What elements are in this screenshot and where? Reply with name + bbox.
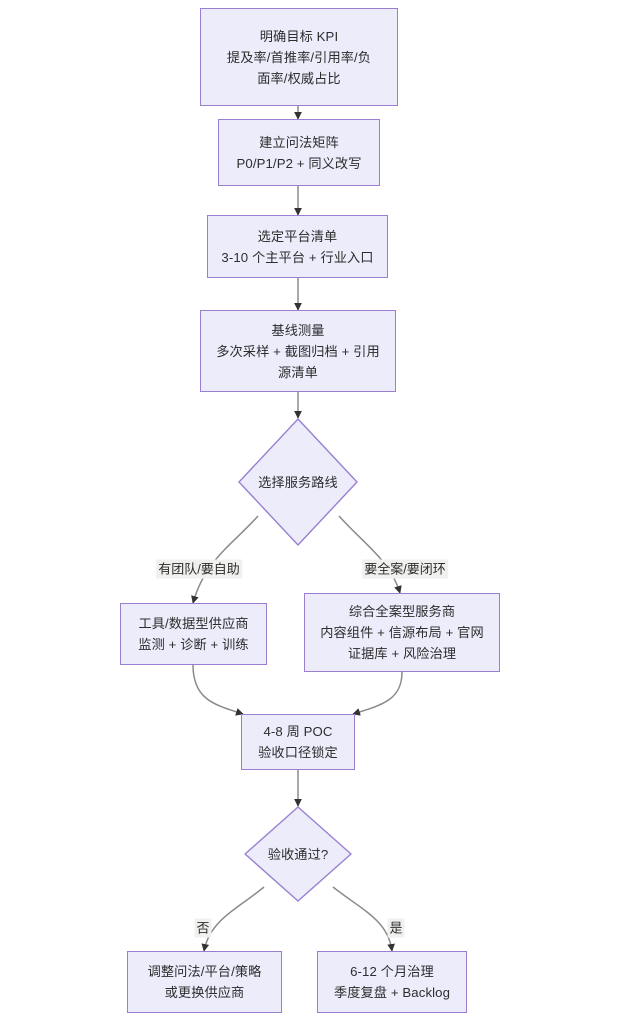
node-decision-service-route-label: 选择服务路线 [258, 474, 338, 490]
edge-label-decision-no: 否 [194, 918, 212, 938]
node-decision-service-route[interactable]: 选择服务路线 [238, 418, 358, 546]
node-baseline-measurement-label: 基线测量 多次采样 + 截图归档 + 引用 源清单 [216, 322, 380, 380]
node-question-matrix-label: 建立问法矩阵 P0/P1/P2 + 同义改写 [236, 134, 362, 171]
node-full-service-vendor-label: 综合全案型服务商 内容组件 + 信源布局 + 官网 证据库 + 风险治理 [320, 604, 484, 661]
node-platform-list-label: 选定平台清单 3-10 个主平台 + 行业入口 [221, 228, 374, 265]
node-decision-acceptance[interactable]: 验收通过? [244, 806, 352, 902]
node-long-term-governance-label: 6-12 个月治理 季度复盘 + Backlog [333, 964, 451, 1000]
node-platform-list[interactable]: 选定平台清单 3-10 个主平台 + 行业入口 [207, 215, 388, 278]
node-tool-data-vendor-label: 工具/数据型供应商 监测 + 诊断 + 训练 [138, 616, 249, 652]
node-adjust-strategy[interactable]: 调整问法/平台/策略 或更换供应商 [127, 951, 282, 1013]
edge-label-branch-right: 要全案/要闭环 [362, 559, 448, 579]
node-baseline-measurement[interactable]: 基线测量 多次采样 + 截图归档 + 引用 源清单 [200, 310, 396, 392]
edge-label-branch-left: 有团队/要自助 [156, 559, 242, 579]
node-adjust-strategy-label: 调整问法/平台/策略 或更换供应商 [147, 964, 262, 1000]
node-long-term-governance[interactable]: 6-12 个月治理 季度复盘 + Backlog [317, 951, 467, 1013]
node-poc-label: 4-8 周 POC 验收口径锁定 [258, 724, 338, 760]
node-decision-acceptance-label: 验收通过? [267, 846, 329, 862]
edge-n5-n7 [192, 664, 244, 716]
node-define-kpi-label: 明确目标 KPI 提及率/首推率/引用率/负 面率/权威占比 [226, 28, 372, 86]
node-full-service-vendor[interactable]: 综合全案型服务商 内容组件 + 信源布局 + 官网 证据库 + 风险治理 [304, 593, 500, 672]
diamond-shape [238, 418, 358, 546]
edge-n6-n7 [352, 671, 403, 716]
node-tool-data-vendor[interactable]: 工具/数据型供应商 监测 + 诊断 + 训练 [120, 603, 267, 665]
edge-label-decision-yes: 是 [387, 918, 405, 938]
node-define-kpi[interactable]: 明确目标 KPI 提及率/首推率/引用率/负 面率/权威占比 [200, 8, 398, 106]
diamond-shape [244, 806, 352, 902]
node-question-matrix[interactable]: 建立问法矩阵 P0/P1/P2 + 同义改写 [218, 119, 380, 186]
node-poc[interactable]: 4-8 周 POC 验收口径锁定 [241, 714, 355, 770]
